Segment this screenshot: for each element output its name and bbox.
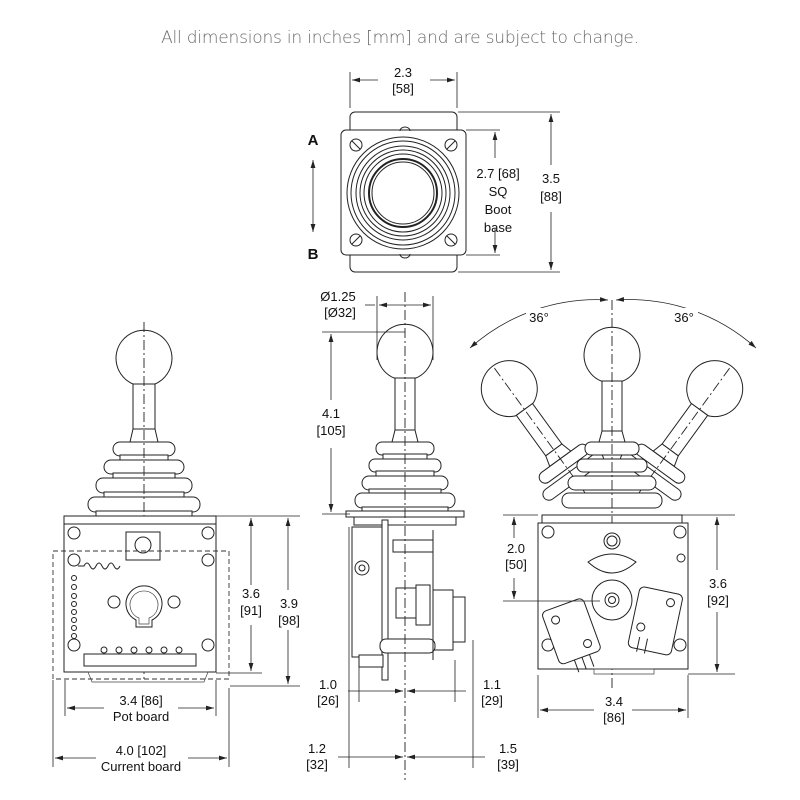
boot-base-dim-2: SQ: [489, 184, 508, 199]
dimensions-caption: All dimensions in inches [mm] and are su…: [161, 28, 639, 48]
pot-board-width: 3.4 [86]: [119, 693, 162, 708]
boot-base-dim-1: 2.7 [68]: [476, 166, 519, 181]
tilt-angle-right: 36°: [674, 310, 694, 325]
microswitch-left: [542, 598, 601, 673]
right-total-inch: 1.5: [499, 741, 517, 756]
top-view: 2.3 [58] 2.7 [68] SQ Boot base 3.5 [88] …: [308, 65, 562, 273]
side-shaft: [379, 638, 436, 654]
boot-rings: [346, 136, 460, 250]
right-depth-inch: 1.1: [483, 677, 501, 692]
current-board-outline: [52, 550, 230, 680]
top-height-mm: [88]: [540, 189, 562, 204]
switch-height-mm: [92]: [707, 593, 729, 608]
top-width-mm: [58]: [392, 81, 414, 96]
left-total-inch: 1.2: [308, 741, 326, 756]
tilt-angle-left: 36°: [529, 310, 549, 325]
left-total-mm: [32]: [306, 757, 328, 772]
top-width-inch: 2.3: [394, 65, 412, 80]
left-depth-mm: [26]: [317, 693, 339, 708]
pot-outer-height-inch: 3.9: [280, 596, 298, 611]
side-view: Ø1.25 [Ø32] 4.1 [105] 1.0 [26] 1.1 [29] …: [306, 289, 519, 780]
overall-height-mm: [105]: [317, 423, 346, 438]
pot-inner-height-mm: [91]: [240, 603, 262, 618]
pot-inner-height-inch: 3.6: [242, 586, 260, 601]
terminal-pins: [87, 671, 209, 683]
axis-b-label: B: [308, 246, 319, 263]
front-view-pot-board: 3.6 [91] 3.9 [98] 3.4 [86] Pot board 4.0…: [52, 322, 300, 774]
boot-base-dim-4: base: [484, 220, 512, 235]
top-height-inch: 3.5: [542, 171, 560, 186]
knob-diameter-inch: Ø1.25: [320, 289, 355, 304]
boot-base-dim-3: Boot: [485, 202, 512, 217]
switch-height-inch: 3.6: [709, 576, 727, 591]
current-board-label: Current board: [101, 759, 181, 774]
microswitch-right: [627, 586, 683, 656]
overall-height-inch: 4.1: [322, 406, 340, 421]
gear: [395, 587, 417, 619]
right-total-mm: [39]: [497, 757, 519, 772]
knob-diameter-mm: [Ø32]: [324, 305, 356, 320]
left-depth-inch: 1.0: [319, 677, 337, 692]
front-view-switch: 36° 36° 2.0 [50] 3.6 [92] 3.4 [86]: [469, 297, 757, 725]
side-pot-bracket: [351, 526, 383, 658]
pivot-height-mm: [50]: [505, 557, 527, 572]
axis-a-label: A: [308, 132, 319, 149]
housing-screws: [67, 526, 215, 652]
pot-board-label: Pot board: [113, 709, 169, 724]
knob: [115, 329, 173, 385]
switch-width-mm: [86]: [603, 710, 625, 725]
switch-width-inch: 3.4: [605, 694, 623, 709]
corner-slots: [349, 138, 458, 247]
pivot-height-inch: 2.0: [507, 541, 525, 556]
cam-slot: [587, 553, 637, 574]
pot-outer-height-mm: [98]: [278, 613, 300, 628]
current-board-width: 4.0 [102]: [116, 743, 167, 758]
potentiometer: [125, 585, 163, 628]
return-spring: [78, 562, 121, 570]
right-depth-mm: [29]: [481, 693, 503, 708]
